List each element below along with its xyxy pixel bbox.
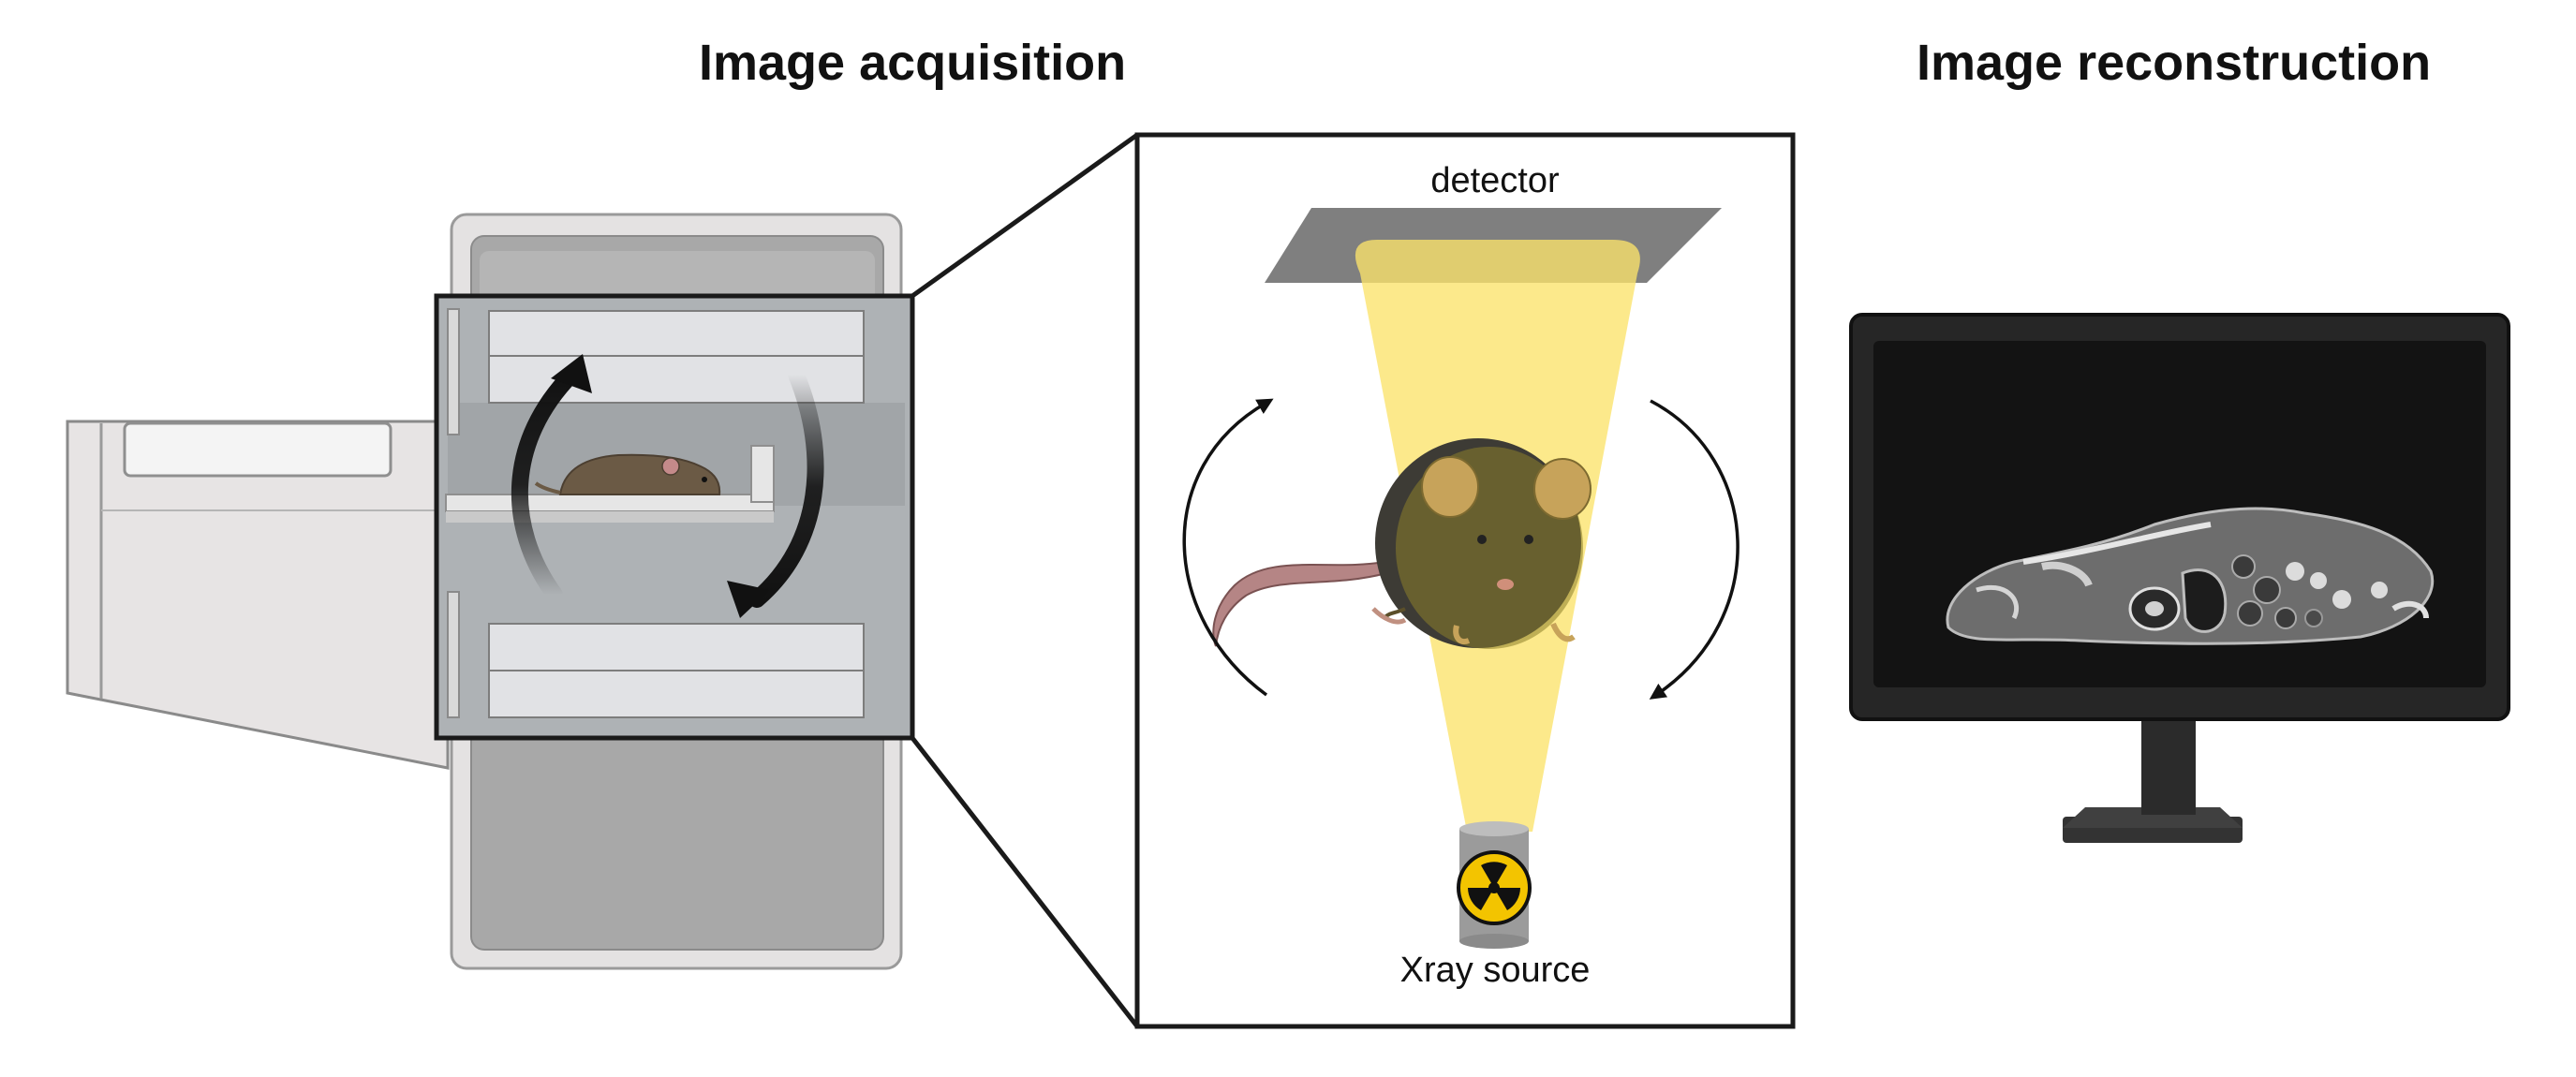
monitor-stand	[2141, 712, 2196, 815]
zoom-region-box	[434, 293, 915, 741]
zoom-line-bottom	[910, 736, 1139, 1028]
mouse-right-ear	[1533, 458, 1591, 520]
ct-scan-image	[1946, 507, 2435, 645]
mouse-tail	[1212, 560, 1388, 647]
rotation-arrow-up	[511, 366, 580, 603]
rotation-arc-left	[1182, 398, 1274, 697]
rotation-arrow-down	[748, 366, 824, 608]
xray-source-label: Xray source	[1400, 951, 1591, 990]
acquisition-detail-panel: detector Xray	[1134, 132, 1796, 1029]
detector-label: detector	[1430, 161, 1560, 200]
scanner-panel	[123, 421, 392, 478]
zoom-line-top	[910, 132, 1139, 299]
sample-tray	[445, 494, 775, 512]
monitor	[1849, 313, 2510, 843]
image-acquisition-title: Image acquisition	[699, 35, 1127, 91]
rotation-arc-right	[1649, 399, 1740, 700]
mouse-left-ear	[1421, 456, 1479, 518]
mouse-specimen	[1212, 438, 1591, 649]
scanner-bed-extension	[66, 420, 450, 770]
sample-mouse	[534, 453, 721, 495]
xray-source	[1457, 821, 1532, 949]
scanner	[66, 213, 915, 970]
image-reconstruction-title: Image reconstruction	[1917, 35, 2432, 91]
